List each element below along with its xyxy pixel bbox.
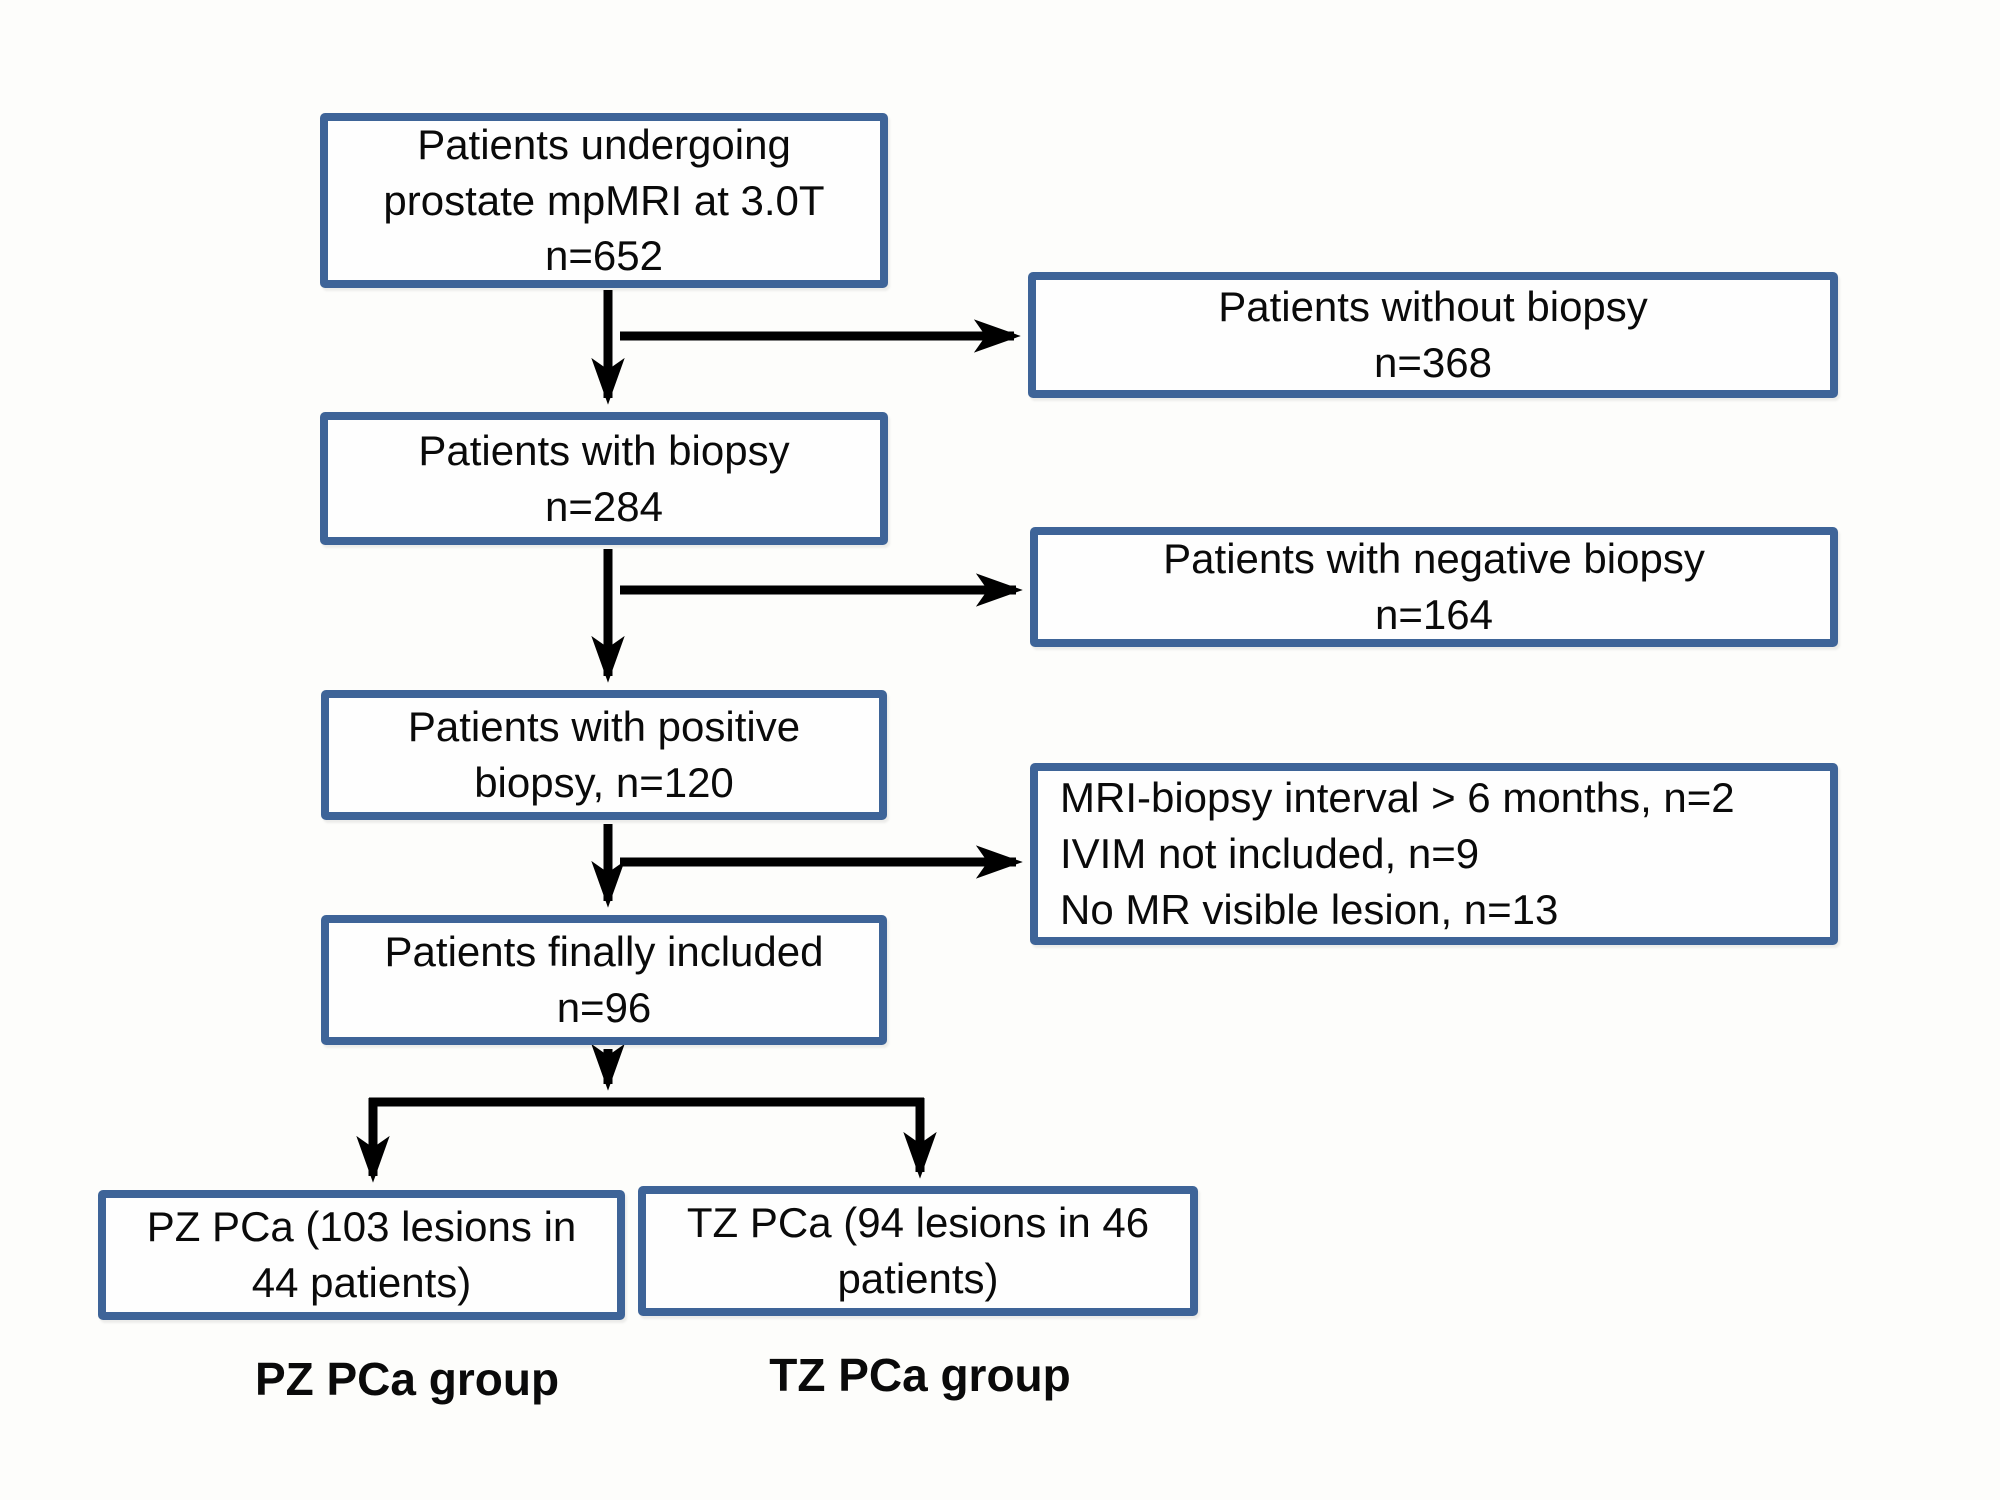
box-positive-biopsy-line2: biopsy, n=120 xyxy=(474,759,734,806)
box-patients-positive-biopsy: Patients with positive biopsy, n=120 xyxy=(321,690,887,820)
box-mpmri-line2: prostate mpMRI at 3.0T xyxy=(383,176,825,224)
box-tz-pca-line2: patients) xyxy=(837,1255,999,1302)
box-finally-included-count: n=96 xyxy=(556,984,652,1031)
box-tz-pca-line1: TZ PCa (94 lesions in 46 xyxy=(686,1199,1150,1247)
exclusion-no-mr-visible-lesion: No MR visible lesion, n=13 xyxy=(1060,885,1559,933)
box-tz-pca: TZ PCa (94 lesions in 46 patients) xyxy=(638,1186,1198,1316)
box-with-biopsy-count: n=284 xyxy=(545,482,663,530)
box-without-biopsy-line1: Patients without biopsy xyxy=(1218,283,1648,331)
box-negative-biopsy-line1: Patients with negative biopsy xyxy=(1163,535,1705,583)
box-mpmri-line1: Patients undergoing xyxy=(417,120,791,168)
exclusion-mri-biopsy-interval: MRI-biopsy interval > 6 months, n=2 xyxy=(1060,774,1735,822)
box-finally-included-line1: Patients finally included xyxy=(384,928,824,976)
pz-pca-group-label: PZ PCa group xyxy=(254,1353,560,1405)
box-pz-pca: PZ PCa (103 lesions in 44 patients) xyxy=(98,1190,625,1320)
box-with-biopsy-line1: Patients with biopsy xyxy=(418,426,790,474)
box-patients-undergoing-mpmri: Patients undergoing prostate mpMRI at 3.… xyxy=(320,113,888,288)
box-exclusion-reasons: MRI-biopsy interval > 6 months, n=2 IVIM… xyxy=(1030,763,1838,945)
exclusion-ivim-not-included: IVIM not included, n=9 xyxy=(1060,830,1480,878)
box-patients-with-biopsy: Patients with biopsy n=284 xyxy=(320,412,888,545)
box-patients-finally-included: Patients finally included n=96 xyxy=(321,915,887,1045)
box-patients-without-biopsy: Patients without biopsy n=368 xyxy=(1028,272,1838,398)
box-pz-pca-line2: 44 patients) xyxy=(251,1259,472,1306)
box-mpmri-count: n=652 xyxy=(545,232,663,280)
box-patients-negative-biopsy: Patients with negative biopsy n=164 xyxy=(1030,527,1838,647)
box-negative-biopsy-count: n=164 xyxy=(1375,591,1493,638)
tz-pca-group-label: TZ PCa group xyxy=(769,1349,1071,1401)
box-positive-biopsy-line1: Patients with positive xyxy=(407,703,801,751)
box-without-biopsy-count: n=368 xyxy=(1374,339,1492,386)
box-pz-pca-line1: PZ PCa (103 lesions in xyxy=(146,1203,577,1251)
